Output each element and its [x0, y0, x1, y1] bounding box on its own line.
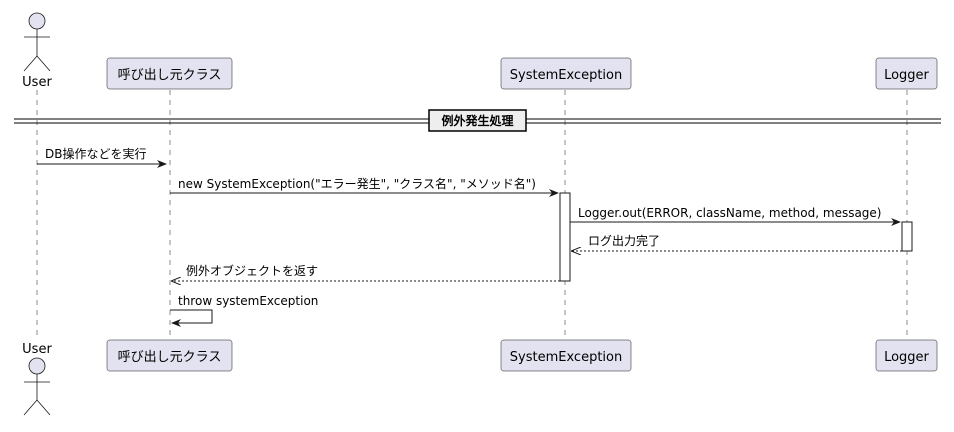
divider-label: 例外発生処理 [441, 113, 513, 128]
message-throw-self: throw systemException [170, 294, 318, 327]
activation-systemexception [559, 192, 571, 282]
message-label-new-systemexception: new SystemException("エラー発生", "クラス名", "メソ… [178, 176, 536, 191]
message-logger-out: Logger.out(ERROR, className, method, mes… [570, 206, 901, 226]
message-db-operation: DB操作などを実行 [37, 146, 167, 168]
actor-user-top: User [22, 12, 52, 90]
section-divider: 例外発生処理 [14, 109, 941, 132]
participant-label-systemexception-bottom: SystemException [510, 350, 622, 365]
actor-label-user-bottom: User [22, 342, 52, 357]
message-new-systemexception: new SystemException("エラー発生", "クラス名", "メソ… [170, 176, 559, 197]
actor-user-bottom: User [22, 342, 52, 416]
participant-systemexception-bottom: SystemException [500, 339, 632, 372]
message-label-log-complete: ログ出力完了 [588, 233, 660, 248]
participant-caller-bottom: 呼び出し元クラス [106, 339, 233, 372]
message-return-exception: 例外オブジェクトを返す [172, 263, 560, 281]
participant-label-logger-bottom: Logger [884, 350, 929, 365]
activation-logger [901, 221, 913, 252]
participant-caller-top: 呼び出し元クラス [106, 57, 233, 90]
participant-logger-bottom: Logger [875, 339, 938, 372]
participant-systemexception-top: SystemException [500, 57, 632, 90]
message-label-throw: throw systemException [178, 294, 318, 308]
message-label-logger-out: Logger.out(ERROR, className, method, mes… [578, 206, 882, 220]
actor-label-user-top: User [22, 75, 52, 90]
participant-logger-top: Logger [875, 57, 938, 90]
participant-label-logger-top: Logger [884, 68, 929, 83]
participant-label-caller-top: 呼び出し元クラス [118, 68, 222, 83]
participant-label-caller-bottom: 呼び出し元クラス [118, 350, 222, 365]
participant-label-systemexception-top: SystemException [510, 68, 622, 83]
person-icon [23, 357, 51, 416]
message-label-return-exception: 例外オブジェクトを返す [186, 263, 318, 278]
person-icon [23, 12, 51, 72]
message-log-complete: ログ出力完了 [572, 233, 902, 251]
message-label-db-operation: DB操作などを実行 [45, 146, 146, 161]
